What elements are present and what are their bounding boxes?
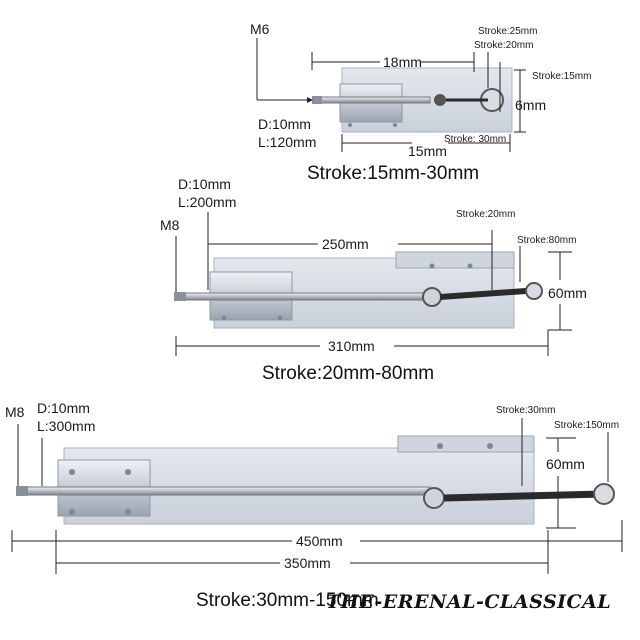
- rod-large: [23, 486, 431, 496]
- rod-end-large: [423, 487, 445, 509]
- stroke-label: Stroke:15mm: [532, 71, 591, 82]
- bolt-icon: [393, 123, 397, 127]
- mount-bracket-large: [397, 435, 535, 453]
- dimensions-large: [11, 418, 623, 574]
- thread-tip-large: [16, 486, 28, 496]
- rod-small: [317, 96, 431, 104]
- bolt-icon: [429, 263, 435, 269]
- thread-label-medium: M8: [160, 217, 180, 233]
- range-title-medium: Stroke:20mm-80mm: [262, 363, 434, 384]
- bolt-icon: [125, 469, 131, 475]
- bolt-icon: [437, 443, 443, 449]
- bolt-icon: [348, 123, 352, 127]
- dim-side-medium: 60mm: [548, 285, 587, 301]
- length-label-large: L:300mm: [37, 418, 95, 434]
- thread-label-small: M6: [250, 21, 270, 37]
- bolt-icon: [487, 443, 493, 449]
- bolt-icon: [125, 509, 131, 515]
- stroke-label: Stroke:20mm: [456, 209, 515, 220]
- crank-end-large: [593, 483, 615, 505]
- range-title-small: Stroke:15mm-30mm: [307, 163, 479, 184]
- diameter-label-large: D:10mm: [37, 400, 90, 416]
- link-arm-medium: [439, 287, 541, 300]
- dim-bottom-medium: 310mm: [328, 338, 375, 354]
- dim-top-medium: 250mm: [322, 236, 369, 252]
- rod-end-medium: [422, 287, 442, 307]
- length-label-medium: L:200mm: [178, 194, 236, 210]
- bolt-icon: [221, 315, 227, 321]
- dim-top-small: 18mm: [383, 54, 422, 70]
- link-arm-large: [443, 490, 605, 502]
- bolt-icon: [69, 469, 75, 475]
- dim-side-large: 60mm: [546, 456, 585, 472]
- actuator-large: [16, 435, 615, 525]
- bolt-icon: [69, 509, 75, 515]
- diameter-label-medium: D:10mm: [178, 176, 231, 192]
- mount-bracket-medium: [395, 251, 515, 269]
- rod-medium: [181, 292, 433, 301]
- dim-bottom-small: 15mm: [408, 143, 447, 159]
- thread-tip-medium: [174, 292, 186, 301]
- stroke-label: Stroke:30mm: [496, 405, 555, 416]
- actuator-small: [312, 67, 513, 133]
- stroke-label: Stroke:20mm: [474, 40, 533, 51]
- watermark-text: THE-ERENAL-CLASSICAL: [326, 591, 611, 613]
- thread-label-large: M8: [5, 404, 25, 420]
- bolt-icon: [277, 315, 283, 321]
- length-label-small: L:120mm: [258, 134, 316, 150]
- range-title-large: Stroke:30mm-150mm: [196, 590, 379, 611]
- stroke-label: Stroke:25mm: [478, 26, 537, 37]
- dim-side-small: 6mm: [515, 97, 546, 113]
- dimensions-medium: [175, 212, 572, 356]
- diameter-label-small: D:10mm: [258, 116, 311, 132]
- rod-end-small: [434, 94, 446, 106]
- stroke-label: Stroke: 30mm: [444, 134, 506, 145]
- bolt-icon: [467, 263, 473, 269]
- thread-tip-small: [312, 96, 322, 104]
- dimensions-small: [256, 38, 526, 152]
- stroke-label: Stroke:80mm: [517, 235, 576, 246]
- stroke-label: Stroke:150mm: [554, 420, 619, 431]
- dim-inner-large: 350mm: [284, 555, 331, 571]
- dim-overall-large: 450mm: [296, 533, 343, 549]
- actuator-medium: [174, 251, 543, 329]
- crank-end-medium: [525, 282, 543, 300]
